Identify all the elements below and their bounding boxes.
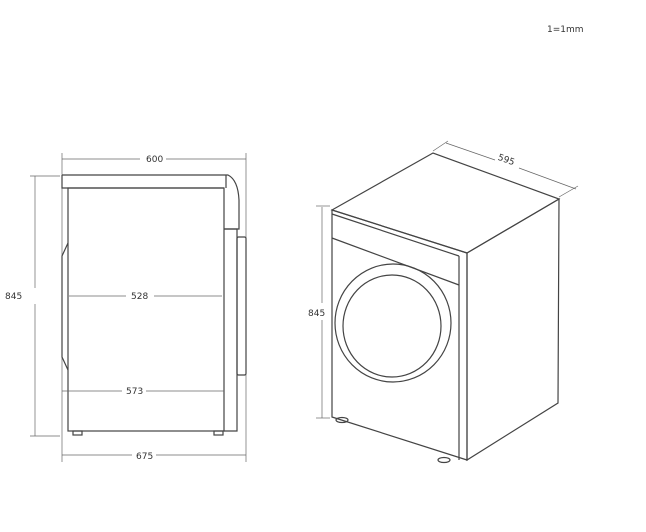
dim-iso-width: 595 xyxy=(496,153,516,168)
door-bulge xyxy=(236,236,247,376)
top-face xyxy=(330,152,561,254)
control-panel-line xyxy=(331,237,460,286)
dim-side-height: 845 xyxy=(5,292,22,302)
worktop xyxy=(61,174,240,230)
dim-inner-depth: 528 xyxy=(131,292,148,302)
scale-note: 1=1mm xyxy=(547,25,584,35)
rear-panel xyxy=(224,228,238,432)
door-outer-ring xyxy=(334,263,452,383)
iso-view: 845 595 xyxy=(308,140,579,464)
dim-body-depth: 573 xyxy=(126,387,143,397)
side-face xyxy=(466,197,560,462)
foot-left xyxy=(335,416,349,424)
front-face xyxy=(331,209,468,461)
door-glass xyxy=(342,274,442,378)
foot-front xyxy=(72,430,83,436)
foot-rear xyxy=(213,430,224,436)
side-view: 600 845 528 573 675 xyxy=(5,153,247,462)
front-handle xyxy=(61,242,69,371)
dim-top-width: 600 xyxy=(146,155,163,165)
dim-total-depth: 675 xyxy=(136,452,153,462)
cabinet-body xyxy=(67,187,225,432)
foot-right xyxy=(437,456,451,464)
dim-iso-height: 845 xyxy=(308,309,325,319)
